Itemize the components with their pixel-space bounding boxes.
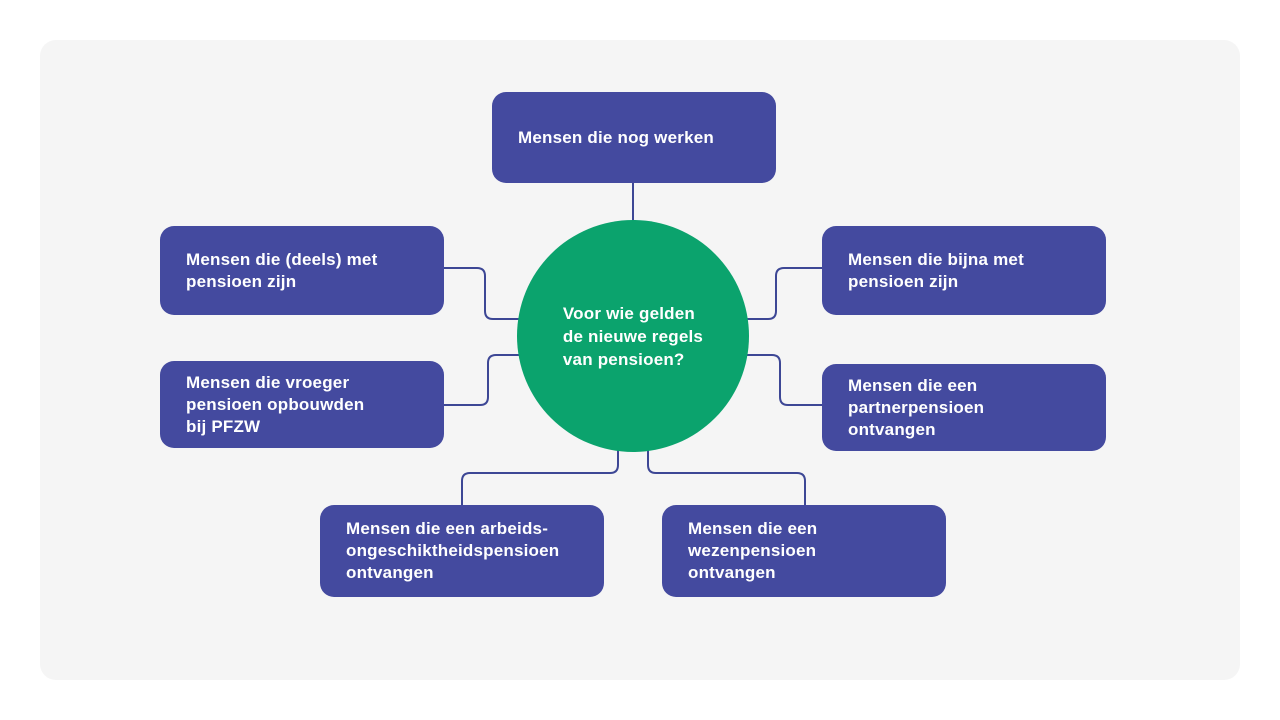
node-wezenpensioen: Mensen die een wezenpensioen ontvangen: [662, 505, 946, 597]
node-label: Mensen die een arbeids- ongeschiktheidsp…: [346, 519, 560, 582]
node-partnerpensioen: Mensen die een partnerpensioen ontvangen: [822, 364, 1106, 451]
node-bijna-met-pensioen: Mensen die bijna met pensioen zijn: [822, 226, 1106, 315]
node-label: Mensen die een partnerpensioen ontvangen: [848, 375, 985, 439]
node-label: Mensen die nog werken: [518, 127, 714, 147]
node-vroeger-opgebouwd-pfzw: Mensen die vroeger pensioen opbouwden bi…: [160, 361, 444, 448]
node-arbeidsongeschiktheidspensioen: Mensen die een arbeids- ongeschiktheidsp…: [320, 505, 604, 597]
center-node-question: Voor wie gelden de nieuwe regels van pen…: [517, 220, 749, 452]
node-label: Mensen die bijna met pensioen zijn: [848, 249, 1024, 291]
node-deels-met-pensioen: Mensen die (deels) met pensioen zijn: [160, 226, 444, 315]
node-nog-werken: Mensen die nog werken: [492, 92, 776, 183]
node-label: Mensen die (deels) met pensioen zijn: [186, 249, 378, 291]
center-node-label: Voor wie gelden de nieuwe regels van pen…: [562, 303, 704, 369]
node-label: Mensen die vroeger pensioen opbouwden bi…: [186, 372, 365, 436]
node-label: Mensen die een wezenpensioen ontvangen: [688, 519, 818, 582]
